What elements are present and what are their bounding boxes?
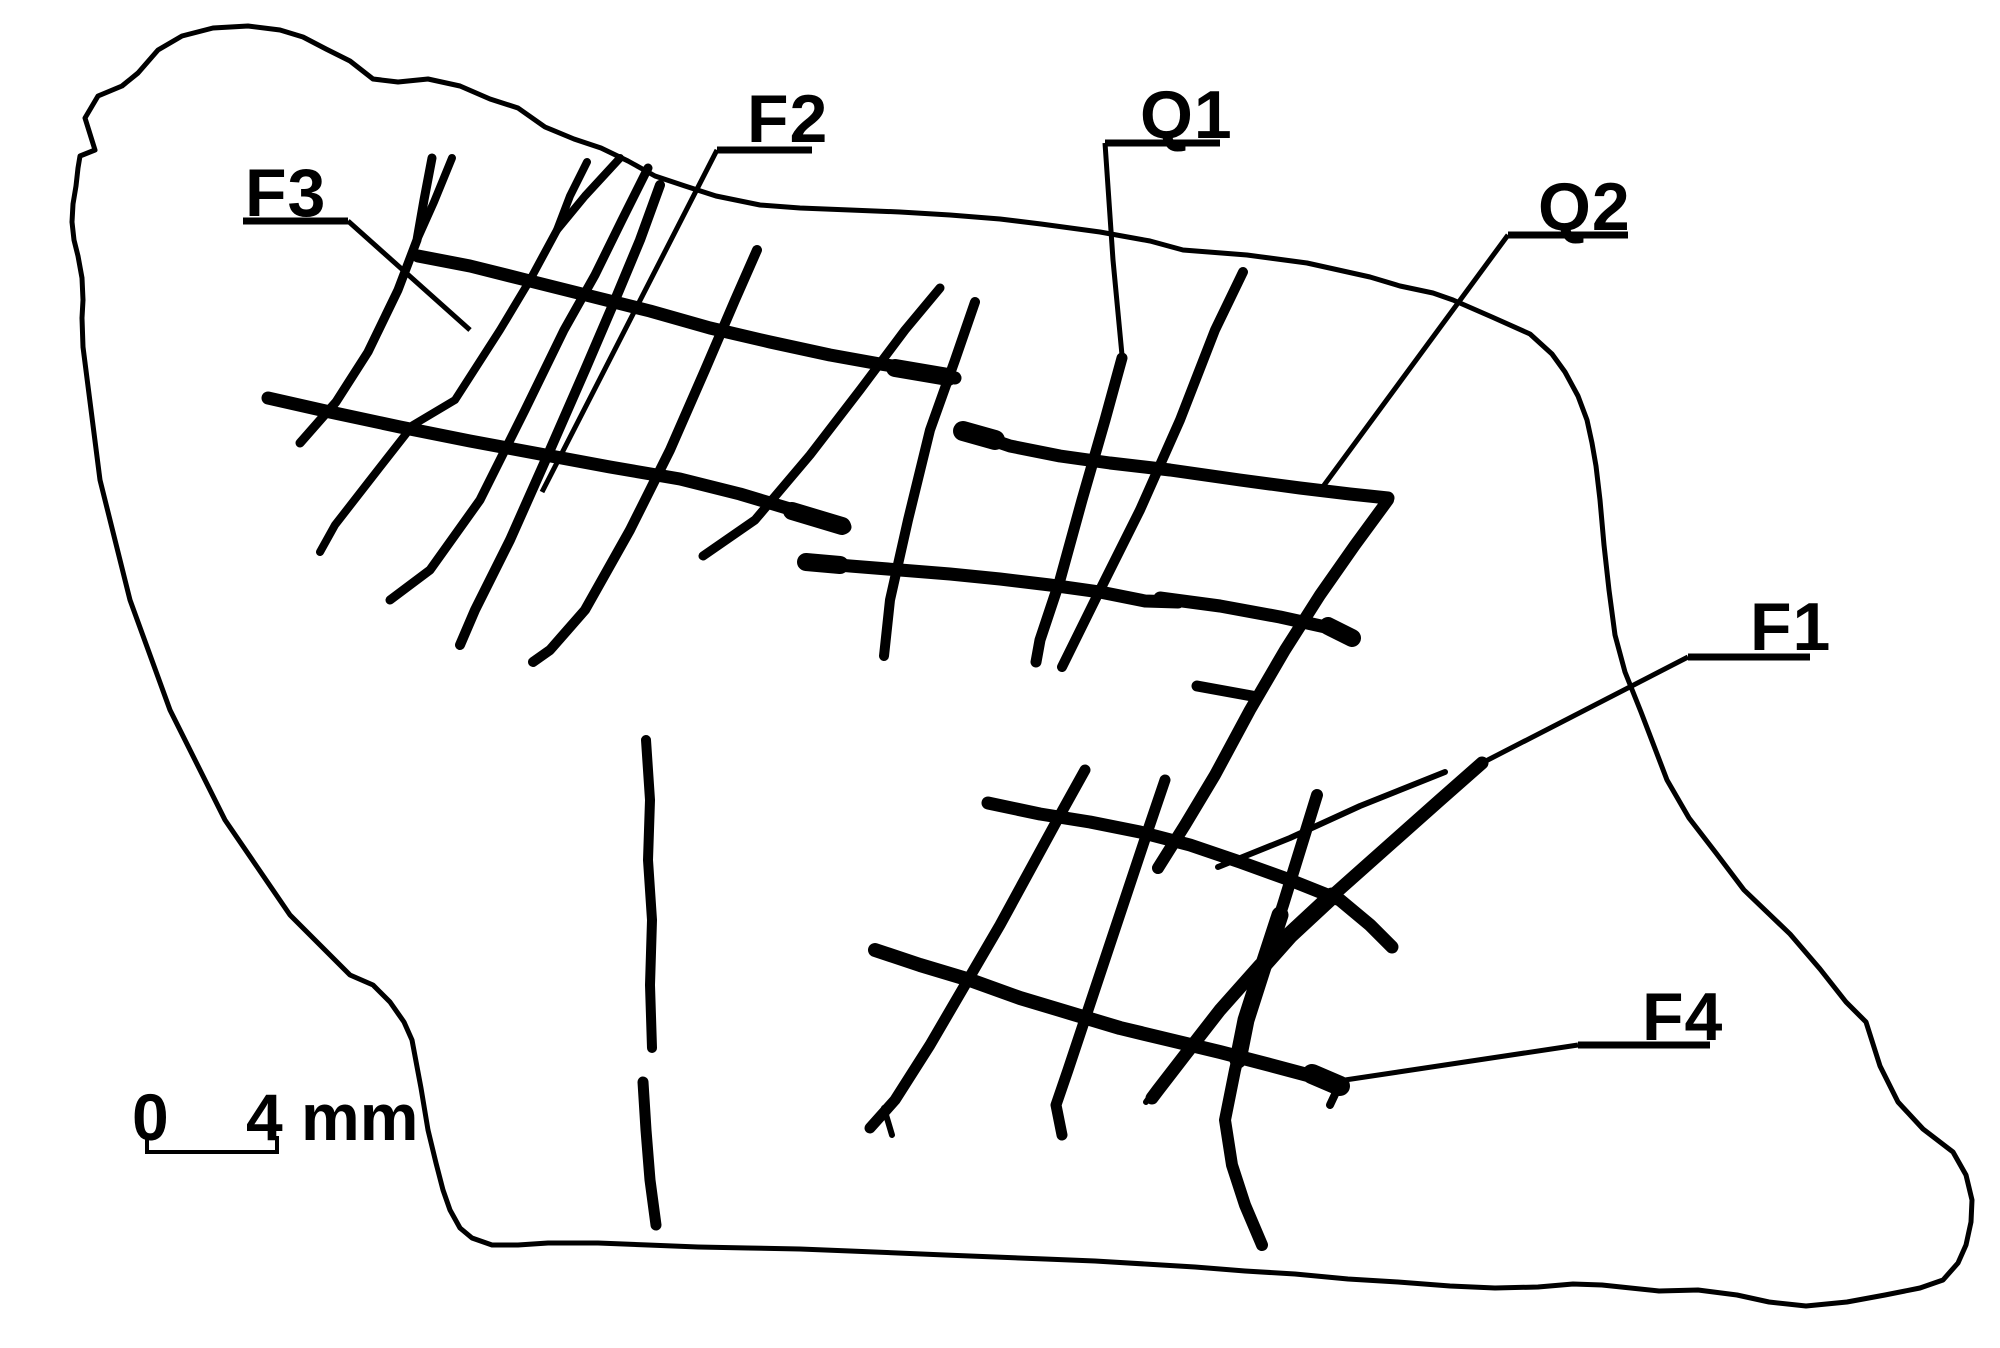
label-f3-leader bbox=[346, 219, 472, 332]
engraved-oblique bbox=[698, 283, 945, 561]
engraved-oblique bbox=[1030, 352, 1128, 668]
engraved-oblique bbox=[295, 153, 437, 448]
label-q1: Q1 bbox=[1102, 77, 1232, 356]
engraved-oblique bbox=[1057, 267, 1248, 672]
engraved-transverse-thick-end bbox=[783, 502, 851, 535]
label-f4-leader bbox=[1344, 1042, 1579, 1083]
label-q2-leader bbox=[1319, 233, 1511, 490]
engraved-fork bbox=[1143, 1069, 1171, 1105]
artifact-outline bbox=[69, 23, 1975, 1309]
engraved-transverse-thick-end bbox=[953, 421, 1005, 450]
engraved-transverse bbox=[956, 423, 1395, 505]
engraved-fork bbox=[881, 1105, 895, 1138]
scale-bar-end-label: 4 mm bbox=[246, 1080, 418, 1154]
engraved-transverse bbox=[799, 555, 1185, 609]
label-f1-text: F1 bbox=[1750, 589, 1831, 665]
engraved-transverse bbox=[868, 943, 1347, 1092]
scale-bar-start-label: 0 bbox=[132, 1080, 169, 1154]
engraved-oblique bbox=[316, 158, 591, 556]
engraved-vertical-upper bbox=[641, 735, 657, 1053]
engraved-oblique bbox=[528, 245, 762, 667]
engraving-group-upper-right bbox=[797, 267, 1395, 874]
engraved-oblique-thick bbox=[1229, 906, 1289, 1069]
engraved-oblique-branch bbox=[413, 154, 456, 244]
engraved-oblique-long bbox=[1152, 494, 1394, 874]
label-f2-leader bbox=[539, 148, 720, 494]
engraved-oblique bbox=[879, 297, 980, 661]
engraved-oblique bbox=[385, 163, 653, 605]
engraved-oblique bbox=[864, 764, 1091, 1134]
engraved-transverse-thick-end bbox=[886, 359, 957, 386]
label-f1: F1 bbox=[1480, 589, 1831, 766]
label-f2-text: F2 bbox=[747, 81, 828, 157]
label-f3: F3 bbox=[243, 155, 472, 332]
engraved-vertical-lower bbox=[637, 1076, 662, 1231]
label-f2: F2 bbox=[539, 81, 828, 494]
engraved-oblique bbox=[455, 180, 665, 650]
engraved-oblique-thick bbox=[1241, 887, 1341, 989]
label-q2: Q2 bbox=[1319, 169, 1630, 490]
engraving-group-lower bbox=[864, 756, 1489, 1251]
engraved-transverse-thick-end bbox=[797, 553, 849, 574]
engraved-oblique-branch bbox=[553, 154, 624, 234]
engraving-group-upper-left bbox=[261, 153, 962, 667]
engraved-transverse-thick-end bbox=[1302, 1064, 1350, 1096]
label-f4: F4 bbox=[1344, 979, 1722, 1083]
engraved-transverse bbox=[981, 796, 1399, 954]
engraved-thin-line bbox=[1215, 769, 1448, 870]
engraving-vertical-line bbox=[637, 735, 662, 1231]
engraved-oblique bbox=[1050, 774, 1171, 1141]
engraved-transverse-thick-end bbox=[1319, 617, 1361, 647]
label-f1-leader bbox=[1480, 654, 1690, 766]
engraved-dash bbox=[1191, 680, 1258, 702]
label-q1-leader bbox=[1102, 142, 1125, 356]
scale-bar-line bbox=[145, 1136, 279, 1154]
scale-bar: 0 4 mm bbox=[132, 1080, 418, 1154]
engraved-tail bbox=[1326, 1084, 1342, 1109]
